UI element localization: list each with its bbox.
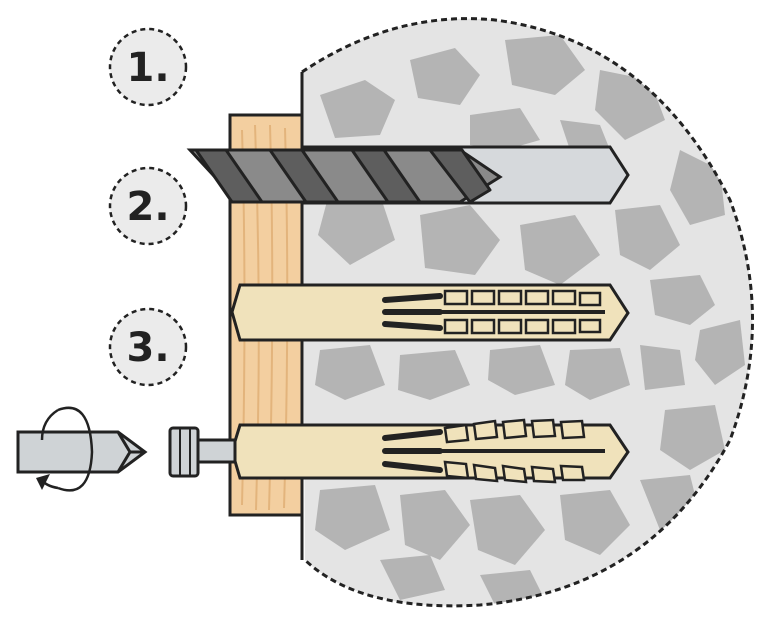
step-badge-3: 3. <box>108 307 188 387</box>
step-label-2: 2. <box>126 184 169 230</box>
step-label-1: 1. <box>126 45 169 91</box>
frame-anchor-icon <box>230 418 630 484</box>
step-label-3: 3. <box>126 325 169 371</box>
aggregate-stones <box>315 35 745 605</box>
step-badge-1: 1. <box>108 27 188 107</box>
rotate-arrow-icon <box>36 406 94 492</box>
screwdriver-bit-icon <box>16 430 148 474</box>
step-badge-2: 2. <box>108 166 188 246</box>
frame-anchor-icon <box>230 283 630 342</box>
drill-bit-icon <box>186 148 503 204</box>
hex-screw-head-icon <box>168 426 237 478</box>
